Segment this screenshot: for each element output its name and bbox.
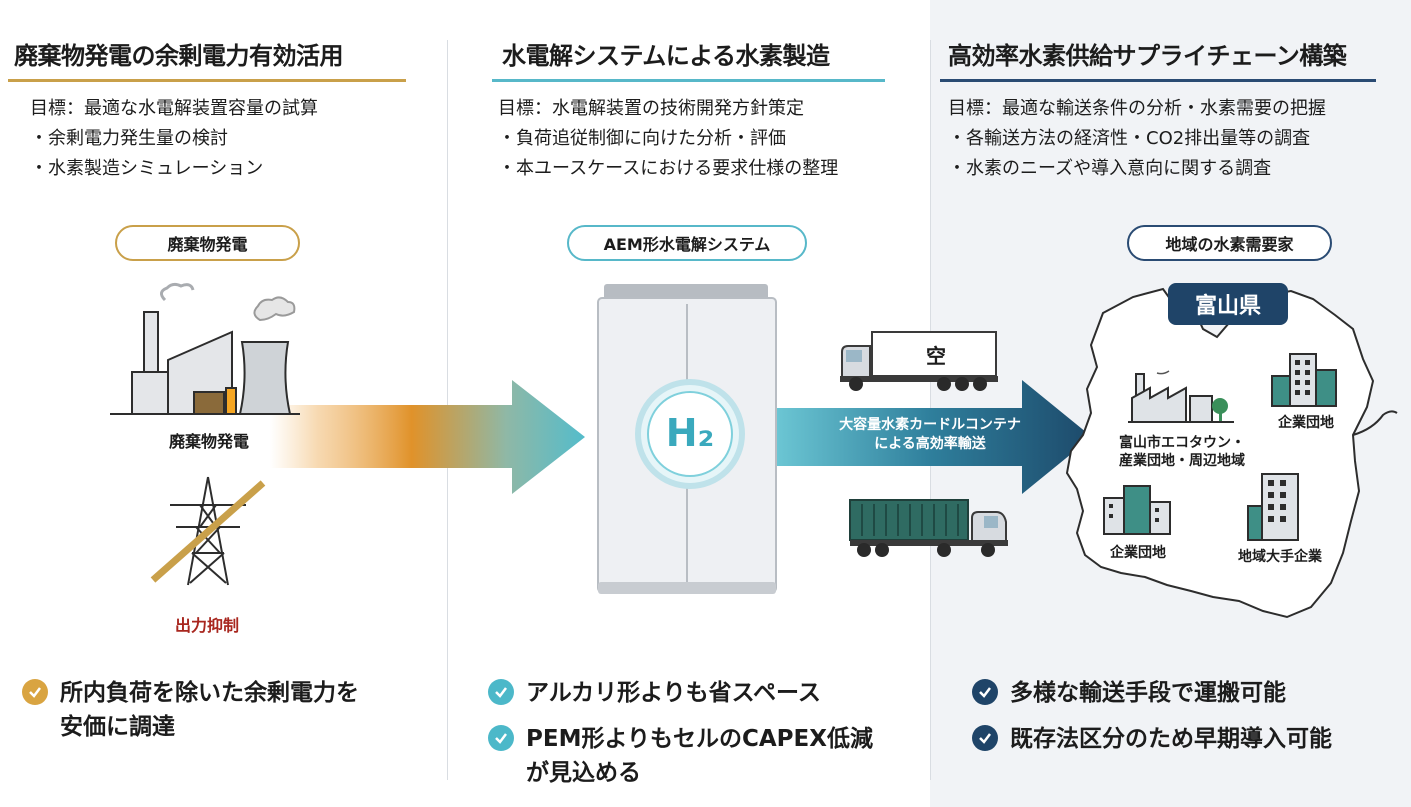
prefecture-label: 富山県: [1168, 283, 1288, 325]
benefit-item: 所内負荷を除いた余剰電力を 安価に調達: [22, 676, 359, 744]
site-industrial-park-2: 企業団地: [1110, 545, 1166, 561]
curtailment-caption: 出力抑制: [174, 616, 239, 635]
goal-line: ・負荷追従制御に向けた分析・評価: [498, 128, 786, 149]
benefit-text: PEM形よりもセルのCAPEX低減 が見込める: [526, 722, 873, 790]
goal-line: ・本ユースケースにおける要求仕様の整理: [498, 158, 839, 179]
goal-line: 目標：最適な水電解装置容量の試算: [30, 98, 318, 119]
title-underline: [492, 79, 885, 82]
corporate-building-icon: [1247, 473, 1299, 541]
benefit-line: 多様な輸送手段で運搬可能: [1010, 680, 1286, 706]
goal-line: ・各輸送方法の経済性・CO2排出量等の調査: [948, 128, 1311, 149]
benefit-line: が見込める: [526, 760, 641, 786]
checkmark-icon: [972, 679, 998, 705]
truck-empty-icon: [840, 331, 998, 391]
checkmark-icon: [22, 679, 48, 705]
site-major-company: 地域大手企業: [1238, 549, 1322, 565]
curtailment-slash: [150, 480, 266, 583]
goal-line: ・水素製造シミュレーション: [30, 158, 264, 179]
checkmark-icon: [488, 725, 514, 751]
benefit-line: アルカリ形よりも省スペース: [526, 680, 821, 706]
electrolyzer-cabinet-icon: [597, 284, 777, 594]
column-title-electrolysis: 水電解システムによる水素製造: [502, 42, 830, 70]
benefit-text: 所内負荷を除いた余剰電力を 安価に調達: [60, 676, 359, 744]
eco-town-icon: [1128, 373, 1234, 423]
benefit-item: PEM形よりもセルのCAPEX低減 が見込める: [488, 722, 873, 790]
transport-label-line: 大容量水素カードルコンテナ: [839, 417, 1021, 433]
benefit-text: アルカリ形よりも省スペース: [526, 676, 821, 710]
pill-aem-system: AEM形水電解システム: [567, 225, 807, 261]
office-building-icon: [1271, 353, 1337, 407]
site-eco-town: 富山市エコタウン・ 産業団地・周辺地域: [1108, 434, 1256, 470]
transmission-tower-icon: [150, 476, 266, 586]
factory-icon: [110, 282, 300, 415]
column-title-waste-power: 廃棄物発電の余剰電力有効活用: [14, 42, 344, 70]
checkmark-icon: [972, 725, 998, 751]
transport-label-line: による高効率輸送: [874, 436, 986, 452]
checkmark-icon: [488, 679, 514, 705]
benefit-line: 所内負荷を除いた余剰電力を: [60, 680, 359, 706]
site-label-line: 産業団地・周辺地域: [1119, 453, 1245, 469]
pill-waste-power: 廃棄物発電: [115, 225, 300, 261]
benefit-item: 既存法区分のため早期導入可能: [972, 722, 1332, 756]
benefit-item: 多様な輸送手段で運搬可能: [972, 676, 1286, 710]
benefit-line: PEM形よりもセルのCAPEX低減: [526, 726, 873, 752]
benefit-line: 既存法区分のため早期導入可能: [1010, 726, 1332, 752]
arrow-electrolyzer-to-consumers: [770, 380, 1092, 494]
office-building-icon: [1103, 485, 1171, 535]
h2-label: H₂: [665, 411, 715, 455]
benefit-text: 既存法区分のため早期導入可能: [1010, 722, 1332, 756]
container-truck-icon: [849, 499, 1008, 557]
goals-list-supply-chain: 目標：最適な輸送条件の分析・水素需要の把握 ・各輸送方法の経済性・CO2排出量等…: [948, 94, 1326, 184]
goal-line: 目標：水電解装置の技術開発方針策定: [498, 98, 804, 119]
goal-line: 目標：最適な輸送条件の分析・水素需要の把握: [948, 98, 1326, 119]
title-underline: [8, 79, 406, 82]
benefit-text: 多様な輸送手段で運搬可能: [1010, 676, 1286, 710]
plant-caption: 廃棄物発電: [168, 432, 249, 451]
benefit-item: アルカリ形よりも省スペース: [488, 676, 821, 710]
benefit-line: 安価に調達: [60, 714, 175, 740]
site-industrial-park-1: 企業団地: [1278, 415, 1334, 431]
goals-list-electrolysis: 目標：水電解装置の技術開発方針策定 ・負荷追従制御に向けた分析・評価 ・本ユース…: [498, 94, 838, 184]
transport-label: 大容量水素カードルコンテナ による高効率輸送: [805, 416, 1055, 454]
pill-hydrogen-consumers: 地域の水素需要家: [1127, 225, 1332, 261]
goal-line: ・余剰電力発生量の検討: [30, 128, 228, 149]
site-label-line: 富山市エコタウン・: [1119, 435, 1245, 451]
column-title-supply-chain: 高効率水素供給サプライチェーン構築: [948, 42, 1347, 70]
goals-list-waste-power: 目標：最適な水電解装置容量の試算 ・余剰電力発生量の検討 ・水素製造シミュレーシ…: [30, 94, 318, 184]
truck-empty-label: 空: [926, 344, 946, 368]
title-underline: [940, 79, 1376, 82]
arrow-power-to-electrolyzer: [270, 380, 585, 494]
goal-line: ・水素のニーズや導入意向に関する調査: [948, 158, 1272, 179]
